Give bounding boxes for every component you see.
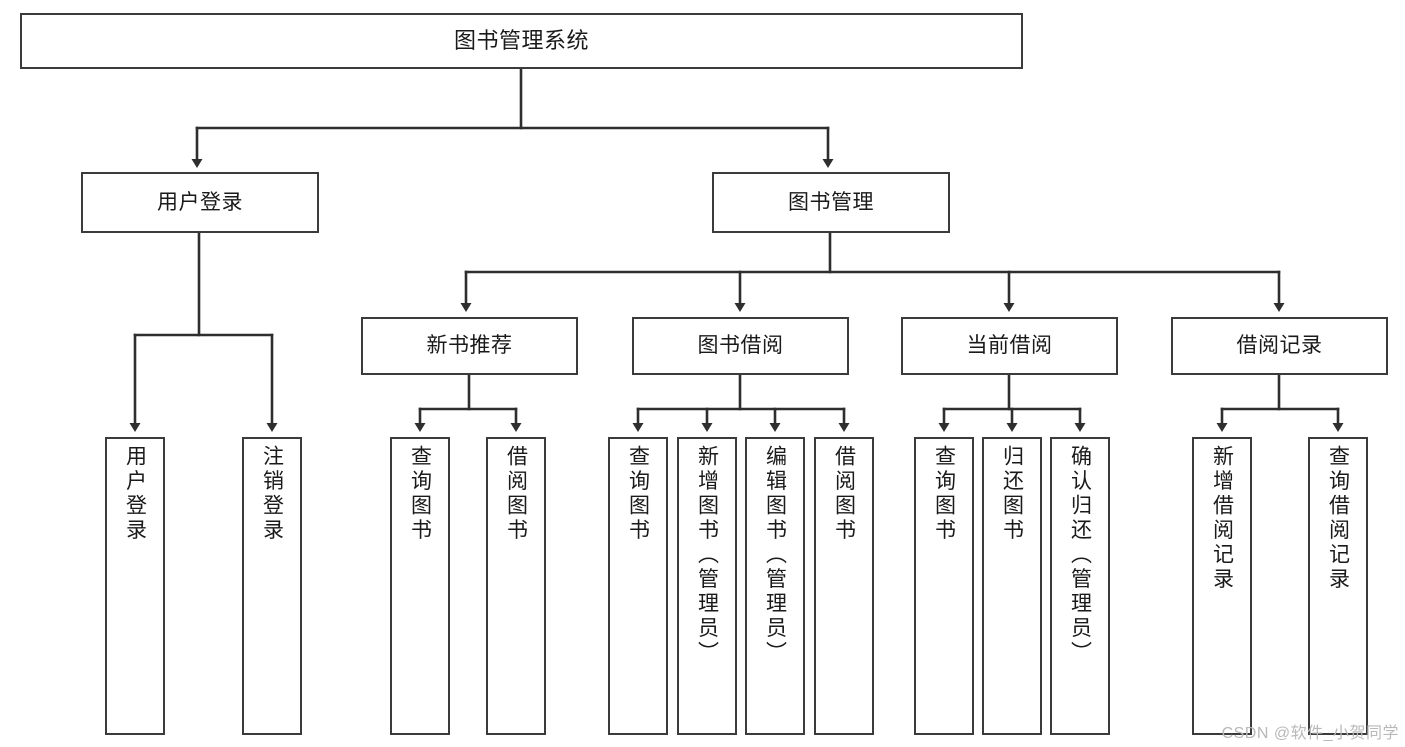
node-root-label: 图书管理系统 xyxy=(453,27,589,53)
leaf-query-book-3[interactable]: 查询图书 xyxy=(914,437,974,735)
csdn-watermark: CSDN @软件_小贺同学 xyxy=(1221,725,1399,742)
node-current-borrow[interactable]: 当前借阅 xyxy=(901,317,1118,375)
leaf-edit-book-admin[interactable]: 编辑图书（管理员） xyxy=(745,437,805,735)
node-new-book-recommend-label: 新书推荐 xyxy=(426,334,513,358)
node-borrow-record[interactable]: 借阅记录 xyxy=(1171,317,1388,375)
leaf-return-book[interactable]: 归还图书 xyxy=(982,437,1042,735)
node-new-book-recommend[interactable]: 新书推荐 xyxy=(361,317,578,375)
node-book-borrow[interactable]: 图书借阅 xyxy=(632,317,849,375)
node-borrow-record-label: 借阅记录 xyxy=(1236,334,1323,358)
node-root[interactable]: 图书管理系统 xyxy=(20,13,1023,69)
node-book-manage[interactable]: 图书管理 xyxy=(712,172,950,233)
leaf-borrow-book-1[interactable]: 借阅图书 xyxy=(486,437,546,735)
leaf-logout-label: 注销登录 xyxy=(260,445,284,543)
leaf-borrow-book-2-label: 借阅图书 xyxy=(832,445,856,543)
leaf-borrow-book-2[interactable]: 借阅图书 xyxy=(814,437,874,735)
node-book-borrow-label: 图书借阅 xyxy=(697,334,784,358)
node-current-borrow-label: 当前借阅 xyxy=(966,334,1053,358)
leaf-logout[interactable]: 注销登录 xyxy=(242,437,302,735)
leaf-return-book-label: 归还图书 xyxy=(1000,445,1024,543)
leaf-add-book-admin[interactable]: 新增图书（管理员） xyxy=(677,437,737,735)
leaf-user-login[interactable]: 用户登录 xyxy=(105,437,165,735)
leaf-query-book-1-label: 查询图书 xyxy=(408,445,432,543)
leaf-borrow-book-1-label: 借阅图书 xyxy=(504,445,528,543)
leaf-confirm-return-admin[interactable]: 确认归还（管理员） xyxy=(1050,437,1110,735)
leaf-query-borrow-record[interactable]: 查询借阅记录 xyxy=(1308,437,1368,735)
node-book-manage-label: 图书管理 xyxy=(788,190,874,214)
node-user-login[interactable]: 用户登录 xyxy=(81,172,319,233)
leaf-add-borrow-record-label: 新增借阅记录 xyxy=(1210,445,1234,592)
leaf-user-login-label: 用户登录 xyxy=(123,445,147,543)
node-user-login-label: 用户登录 xyxy=(157,190,243,214)
leaf-query-book-1[interactable]: 查询图书 xyxy=(390,437,450,735)
leaf-confirm-return-admin-label: 确认归还（管理员） xyxy=(1068,445,1092,666)
leaf-query-book-2[interactable]: 查询图书 xyxy=(608,437,668,735)
leaf-query-borrow-record-label: 查询借阅记录 xyxy=(1326,445,1350,592)
leaf-query-book-2-label: 查询图书 xyxy=(626,445,650,543)
leaf-edit-book-admin-label: 编辑图书（管理员） xyxy=(763,445,787,666)
leaf-add-book-admin-label: 新增图书（管理员） xyxy=(695,445,719,666)
leaf-add-borrow-record[interactable]: 新增借阅记录 xyxy=(1192,437,1252,735)
leaf-query-book-3-label: 查询图书 xyxy=(932,445,956,543)
